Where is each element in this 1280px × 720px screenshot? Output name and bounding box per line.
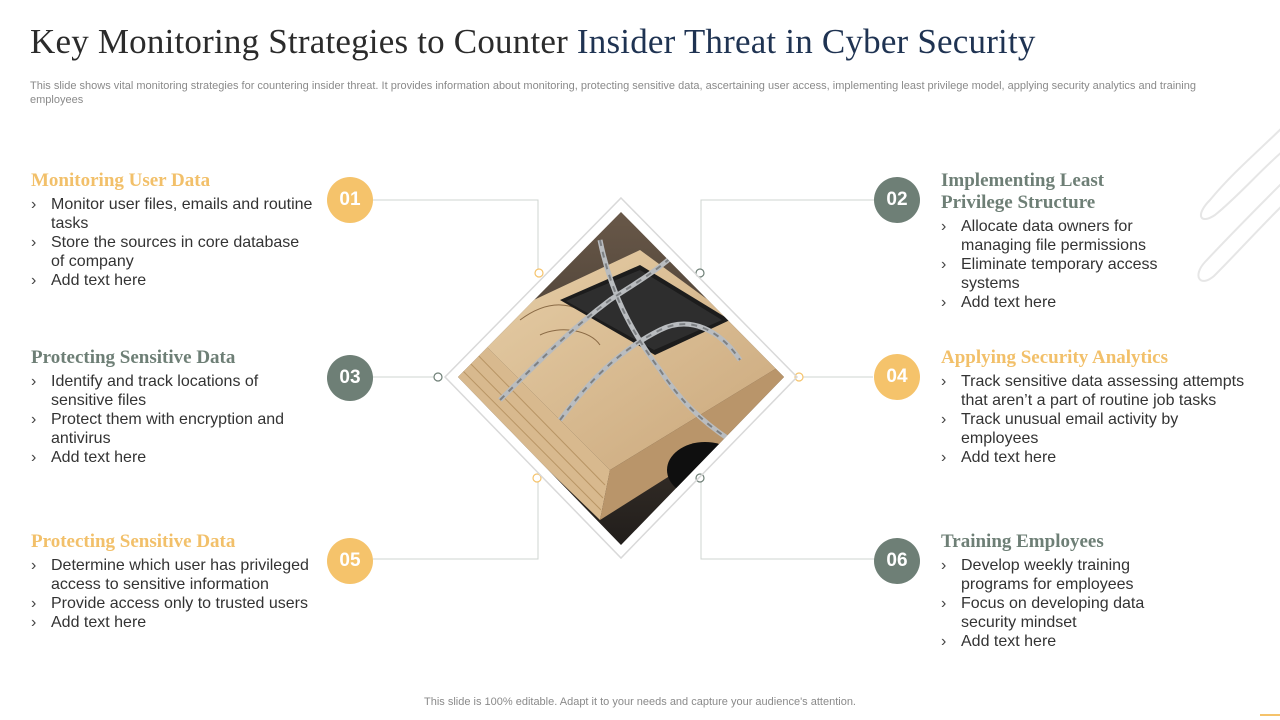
chevron-right-icon: › bbox=[31, 272, 37, 289]
list-item: ›Allocate data owners for managing file … bbox=[941, 218, 1146, 254]
list-item: ›Add text here bbox=[941, 633, 1057, 650]
list-item: ›Protect them with encryption and antivi… bbox=[31, 411, 285, 447]
step-badge-02: 02 bbox=[874, 177, 920, 223]
strategy-monitoring-user-data: Monitoring User Data ›Monitor user files… bbox=[31, 170, 316, 290]
chevron-right-icon: › bbox=[941, 633, 947, 650]
chevron-right-icon: › bbox=[941, 256, 947, 273]
chevron-right-icon: › bbox=[941, 595, 947, 612]
chevron-right-icon: › bbox=[941, 373, 947, 390]
strategy-heading: Monitoring User Data bbox=[31, 170, 211, 191]
chevron-right-icon: › bbox=[31, 595, 37, 612]
strategy-least-privilege: Implementing Least Privilege Structure ›… bbox=[941, 170, 1171, 312]
chevron-right-icon: › bbox=[941, 294, 947, 311]
list-item: ›Store the sources in core database of c… bbox=[31, 234, 300, 270]
chevron-right-icon: › bbox=[31, 411, 37, 428]
chevron-right-icon: › bbox=[941, 411, 947, 428]
step-badge-06: 06 bbox=[874, 538, 920, 584]
chevron-right-icon: › bbox=[31, 557, 37, 574]
chevron-right-icon: › bbox=[941, 218, 947, 235]
strategy-security-analytics: Applying Security Analytics ›Track sensi… bbox=[941, 347, 1251, 467]
list-item: ›Track unusual email activity by employe… bbox=[941, 411, 1179, 447]
list-item: ›Identify and track locations of sensiti… bbox=[31, 373, 259, 409]
list-item: ›Add text here bbox=[941, 449, 1057, 466]
strategy-protecting-sensitive-data: Protecting Sensitive Data ›Identify and … bbox=[31, 347, 311, 467]
list-item: ›Eliminate temporary access systems bbox=[941, 256, 1158, 292]
list-item: ›Add text here bbox=[31, 272, 147, 289]
strategy-heading: Protecting Sensitive Data bbox=[31, 531, 236, 552]
chevron-right-icon: › bbox=[31, 449, 37, 466]
page-title: Key Monitoring Strategies to Counter Ins… bbox=[30, 22, 1036, 62]
title-accent-text: Insider Threat in Cyber Security bbox=[576, 22, 1036, 61]
list-item: ›Add text here bbox=[31, 449, 147, 466]
slide-description: This slide shows vital monitoring strate… bbox=[30, 80, 1196, 106]
chevron-right-icon: › bbox=[31, 614, 37, 631]
chevron-right-icon: › bbox=[941, 557, 947, 574]
step-badge-03: 03 bbox=[327, 355, 373, 401]
strategy-heading: Protecting Sensitive Data bbox=[31, 347, 236, 368]
list-item: ›Provide access only to trusted users bbox=[31, 595, 309, 612]
list-item: ›Develop weekly training programs for em… bbox=[941, 557, 1134, 593]
list-item: ›Add text here bbox=[31, 614, 147, 631]
list-item: ›Monitor user files, emails and routine … bbox=[31, 196, 313, 232]
strategy-heading: Training Employees bbox=[941, 531, 1104, 552]
chevron-right-icon: › bbox=[31, 234, 37, 251]
list-item: ›Add text here bbox=[941, 294, 1057, 311]
list-item: ›Focus on developing data security minds… bbox=[941, 595, 1145, 631]
footer-accent-bar bbox=[1260, 714, 1280, 716]
chevron-right-icon: › bbox=[31, 373, 37, 390]
list-item: ›Determine which user has privileged acc… bbox=[31, 557, 309, 593]
step-badge-01: 01 bbox=[327, 177, 373, 223]
strategy-heading: Implementing Least Privilege Structure bbox=[941, 170, 1105, 213]
step-badge-05: 05 bbox=[327, 538, 373, 584]
strategy-heading: Applying Security Analytics bbox=[941, 347, 1168, 368]
chevron-right-icon: › bbox=[941, 449, 947, 466]
chevron-right-icon: › bbox=[31, 196, 37, 213]
footer-note: This slide is 100% editable. Adapt it to… bbox=[424, 696, 856, 708]
step-badge-04: 04 bbox=[874, 354, 920, 400]
strategy-protecting-sensitive-data-access: Protecting Sensitive Data ›Determine whi… bbox=[31, 531, 321, 632]
title-main-text: Key Monitoring Strategies to Counter bbox=[30, 22, 577, 61]
strategy-training-employees: Training Employees ›Develop weekly train… bbox=[941, 531, 1161, 651]
list-item: ›Track sensitive data assessing attempts… bbox=[941, 373, 1245, 409]
